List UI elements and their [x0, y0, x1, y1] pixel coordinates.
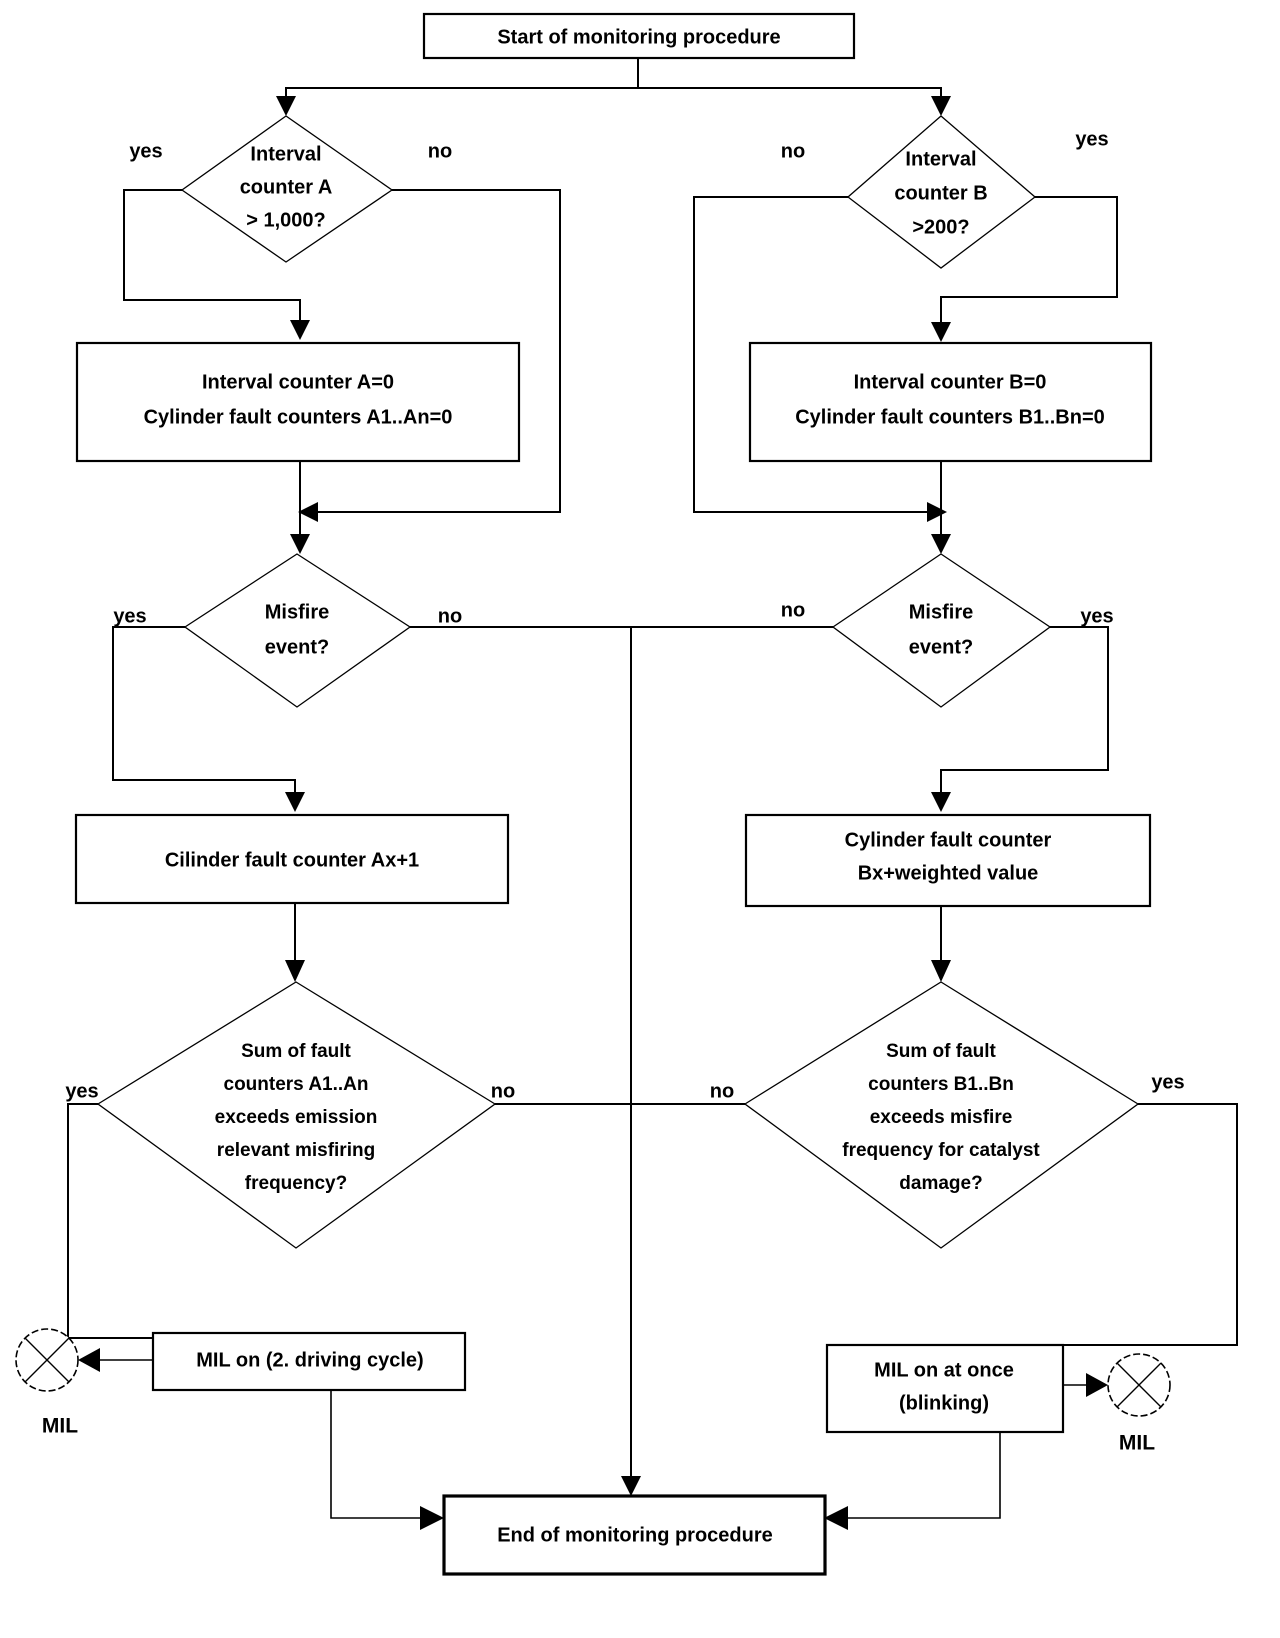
connector-b-no [693, 196, 947, 522]
arrowhead-to-decision-a [276, 96, 296, 116]
node-start-label: Start of monitoring procedure [497, 26, 780, 48]
arrowhead-a-no [298, 502, 318, 522]
connector-a-yes [123, 189, 310, 340]
sum-b-line1: Sum of fault [886, 1041, 996, 1062]
label-sum-a-yes: yes [65, 1080, 98, 1102]
sum-a-line4: relevant misfiring [217, 1140, 375, 1161]
node-reset-b[interactable]: Interval counter B=0 Cylinder fault coun… [748, 341, 1153, 463]
sum-b-line3: exceeds misfire [870, 1107, 1013, 1128]
connector-reset-a-down [290, 461, 310, 554]
sum-a-line5: frequency? [245, 1173, 347, 1194]
label-misfire-a-no: no [438, 605, 462, 627]
decision-a-line2: counter A [240, 176, 333, 198]
connector-increment-b-down [931, 906, 951, 982]
increment-b-line1: Cylinder fault counter [845, 829, 1052, 851]
label-misfire-b-no: no [781, 599, 805, 621]
connector-mil-b-to-end [824, 1432, 1001, 1530]
label-b-yes: yes [1075, 128, 1108, 150]
node-decision-sum-b[interactable]: Sum of fault counters B1..Bn exceeds mis… [743, 981, 1140, 1249]
arrowhead-mil-a-lamp [78, 1348, 100, 1372]
increment-a-line1: Cilinder fault counter Ax+1 [165, 849, 419, 871]
sum-a-line3: exceeds emission [215, 1107, 378, 1128]
reset-a-line2: Cylinder fault counters A1..An=0 [144, 406, 453, 428]
connector-misfire-b-yes [931, 626, 1109, 812]
connector-increment-a-down [285, 903, 305, 982]
connector-misfire-a-yes [112, 626, 305, 812]
node-increment-a[interactable]: Cilinder fault counter Ax+1 [74, 813, 510, 905]
sum-a-line2: counters A1..An [224, 1074, 369, 1095]
arrowhead-b-no [927, 502, 947, 522]
arrowhead-to-decision-b [931, 96, 951, 116]
node-decision-interval-b[interactable]: Interval counter B >200? [846, 115, 1037, 269]
connector-central-trunk [621, 627, 641, 1496]
label-a-no: no [428, 140, 452, 162]
label-a-yes: yes [129, 140, 162, 162]
decision-b-line1: Interval [905, 148, 976, 170]
node-increment-b[interactable]: Cylinder fault counter Bx+weighted value [744, 813, 1152, 908]
decision-b-line2: counter B [894, 182, 987, 204]
reset-b-line1: Interval counter B=0 [854, 371, 1047, 393]
arrowhead-mil-b-lamp [1086, 1373, 1108, 1397]
node-reset-a[interactable]: Interval counter A=0 Cylinder fault coun… [75, 341, 521, 463]
arrowhead-mil-a-end [420, 1506, 444, 1530]
increment-b-line2: Bx+weighted value [858, 862, 1039, 884]
mil-lamp-cross-icon [24, 1337, 70, 1383]
node-decision-misfire-b[interactable]: Misfire event? [831, 553, 1052, 708]
reset-a-line1: Interval counter A=0 [202, 371, 394, 393]
mil-a-line1: MIL on (2. driving cycle) [196, 1349, 423, 1371]
node-lamp-right: MIL [1107, 1353, 1171, 1455]
node-decision-misfire-a[interactable]: Misfire event? [183, 553, 412, 708]
misfire-b-line1: Misfire [909, 601, 973, 623]
arrowhead-to-sum-a [285, 960, 305, 982]
mil-b-line1: MIL on at once [874, 1359, 1014, 1381]
misfire-b-line2: event? [909, 636, 973, 658]
connector-mil-b-to-lamp [1063, 1373, 1108, 1397]
sum-a-line1: Sum of fault [241, 1041, 351, 1062]
node-start[interactable]: Start of monitoring procedure [422, 12, 856, 60]
decision-a-line3: > 1,000? [246, 209, 326, 231]
arrowhead-mil-b-end [824, 1506, 848, 1530]
label-sum-b-yes: yes [1151, 1071, 1184, 1093]
connector-reset-b-down [931, 461, 951, 554]
mil-lamp-left-label: MIL [42, 1415, 78, 1438]
arrowhead-to-misfire-a [290, 534, 310, 554]
connector-a-no [298, 189, 561, 522]
mil-lamp-cross-icon-right [1116, 1362, 1162, 1408]
connector-mil-a-to-end [330, 1390, 444, 1530]
node-decision-interval-a[interactable]: Interval counter A > 1,000? [180, 115, 394, 263]
mil-lamp-right-label: MIL [1119, 1432, 1155, 1455]
label-misfire-b-yes: yes [1080, 605, 1113, 627]
node-decision-sum-a[interactable]: Sum of fault counters A1..An exceeds emi… [96, 981, 497, 1249]
connector-start-split [276, 58, 951, 116]
decision-b-line3: >200? [912, 216, 969, 238]
arrowhead-b-yes [931, 322, 951, 342]
node-end[interactable]: End of monitoring procedure [442, 1494, 827, 1576]
arrowhead-misfire-b-yes [931, 792, 951, 812]
arrowhead-misfire-a-yes [285, 792, 305, 812]
connector-b-yes [931, 196, 1118, 342]
arrowhead-to-misfire-b [931, 534, 951, 554]
label-b-no: no [781, 140, 805, 162]
arrowhead-trunk-to-end [621, 1476, 641, 1496]
connector-mil-a-to-lamp [78, 1348, 153, 1372]
misfire-a-line1: Misfire [265, 601, 329, 623]
reset-b-line2: Cylinder fault counters B1..Bn=0 [795, 406, 1105, 428]
sum-b-line5: damage? [899, 1173, 982, 1194]
sum-b-line2: counters B1..Bn [868, 1074, 1014, 1095]
decision-a-line1: Interval [250, 143, 321, 165]
label-sum-b-no: no [710, 1080, 734, 1102]
label-sum-a-no: no [491, 1080, 515, 1102]
node-lamp-left: MIL [15, 1328, 79, 1438]
node-end-label: End of monitoring procedure [497, 1524, 773, 1546]
sum-b-line4: frequency for catalyst [842, 1140, 1040, 1161]
arrowhead-a-yes [290, 320, 310, 340]
label-misfire-a-yes: yes [113, 605, 146, 627]
arrowhead-to-sum-b [931, 960, 951, 982]
misfire-a-line2: event? [265, 636, 329, 658]
node-mil-on-b[interactable]: MIL on at once (blinking) [825, 1343, 1065, 1434]
mil-b-line2: (blinking) [899, 1392, 989, 1414]
node-mil-on-a[interactable]: MIL on (2. driving cycle) [151, 1331, 467, 1392]
